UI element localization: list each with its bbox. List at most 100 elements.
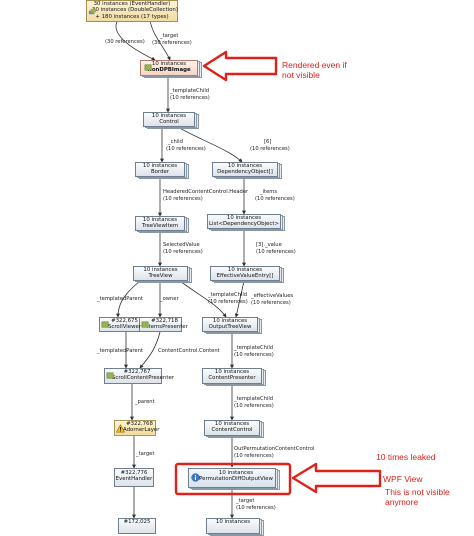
listdep-type: List<DependencyObject> (209, 221, 279, 228)
eventhandler-type: EventHandler (115, 476, 153, 483)
permutation-type: PermutationDiffOutputView (199, 476, 273, 483)
permutation-count: 10 instances (218, 470, 254, 476)
edge-label-outpermutation: OutPermutationContentControl (234, 446, 315, 452)
annotation-rendered-2: not visible (282, 70, 320, 80)
edge-label-refs-1: (10 references) (170, 95, 210, 101)
edge-effval-to-outputtreeview (234, 280, 245, 318)
contentcontrol-count: 10 instances (214, 421, 250, 427)
edge-label-owner: _owner (160, 296, 179, 302)
treeviewitem-count: 10 instances (142, 217, 178, 223)
red-arrow-bottom (291, 462, 382, 494)
annotation-rendered: Rendered even if (282, 60, 347, 70)
contentpresenter-type: ContentPresenter (208, 375, 256, 382)
nondpbimage-count: 10 instances (151, 61, 187, 67)
depobj-type: DependencyObject[] (217, 169, 273, 176)
edge-label-refs-9: (10 references) (251, 300, 291, 306)
edge-label-header: HeaderedContentControl.Header (163, 189, 249, 195)
edge-label-target-bottom: _target (236, 498, 255, 504)
nondpbimage-type: NonDPBImage (147, 67, 191, 74)
treeviewitem-type: TreeViewItem (141, 223, 179, 230)
edge-label-templatedparent-1: _templatedParent (97, 296, 143, 302)
scrollviewer-type: ScrollViewer (107, 324, 142, 331)
top-line3: + 180 instances (17 types) (95, 13, 169, 20)
edge-label-index3-value: [3]._value (256, 242, 282, 248)
edge-label-target-top: _target (160, 33, 179, 39)
edge-label-child: _child (168, 139, 183, 145)
edge-label-refs-8: (10 references) (208, 299, 248, 305)
effval-count: 10 instances (227, 267, 263, 273)
object-icon (106, 372, 114, 379)
contentcontrol-type: ContentControl (211, 427, 253, 434)
annotation-leaked: 10 times leaked (376, 452, 436, 462)
top-line2: 30 instances (DoubleCollection) (92, 7, 178, 14)
bottomright-count: 10 instances (215, 519, 251, 525)
edge-label-parent: _parent (135, 399, 155, 405)
itemspresenter-type: ItemsPresenter (147, 324, 188, 331)
info-icon (191, 473, 200, 482)
contentpresenter-count: 10 instances (214, 369, 250, 375)
object-icon (141, 321, 149, 328)
node-top-summary[interactable]: 30 instances (EventHandler) 30 instances… (86, 0, 178, 22)
edge-treeview-to-scrollviewer (116, 280, 141, 318)
edge-label-refs-7: (10 references) (256, 249, 296, 255)
edge-label-selectedvalue: SelectedValue (163, 242, 200, 248)
treeview-count: 10 instances (143, 267, 178, 273)
edge-label-refs-13: (10 references) (236, 505, 276, 511)
leak-highlight-box (174, 462, 292, 496)
listdep-count: 10 instances (226, 215, 262, 221)
edge-label-effectivevalues: _effectiveValues (251, 293, 294, 299)
treeview-type: TreeView (148, 273, 173, 280)
node-bottom-right[interactable]: 10 instances (206, 518, 264, 536)
itemspresenter-id: #322,718 (151, 318, 178, 324)
edge-top-to-image-left (115, 19, 156, 61)
annotation-wpf-view: WPF View (383, 474, 423, 484)
control-type: Control (159, 119, 179, 126)
eventhandler-id: #322,776 (120, 470, 148, 476)
edge-treeview-to-outputtreeview (179, 280, 227, 318)
edge-label-refs-10: (10 references) (234, 352, 274, 358)
edge-label-index6: [6] (264, 139, 272, 145)
edge-label-refs-12: (10 references) (234, 453, 274, 459)
depobj-count: 10 instances (227, 163, 263, 169)
edge-label-target-mid: _target (136, 451, 155, 457)
border-type: Border (150, 169, 170, 176)
edge-label-templatechild-1: _templateChild (170, 88, 210, 94)
edge-label-templatechild-3: _templateChild (234, 345, 274, 351)
edge-label-templatechild-4: _templateChild (234, 396, 274, 402)
edge-control-to-depobj (175, 125, 243, 163)
edge-label-items: _items (260, 189, 278, 195)
stack-icon (88, 8, 97, 15)
border-count: 10 instances (142, 163, 178, 169)
edge-top-to-image-right (149, 19, 171, 61)
edge-label-refs-2: (10 references) (166, 146, 206, 152)
annotation-not-visible: This is not visible (385, 487, 450, 497)
outputtreeview-count: 10 instances (212, 318, 248, 324)
edge-label-refs-11: (10 references) (234, 403, 274, 409)
edge-label-refs-6: (10 references) (163, 249, 203, 255)
edge-label-templatedparent-2: _templatedParent (97, 348, 143, 354)
warning-icon (116, 424, 125, 433)
object-icon (101, 321, 109, 328)
edge-label-30refs-left: (30 references) (105, 39, 145, 45)
outputtreeview-type: OutputTreeView (208, 324, 252, 331)
edge-label-templatechild-2: _templateChild (208, 292, 248, 298)
edge-label-30refs-right: (30 references) (152, 40, 192, 46)
